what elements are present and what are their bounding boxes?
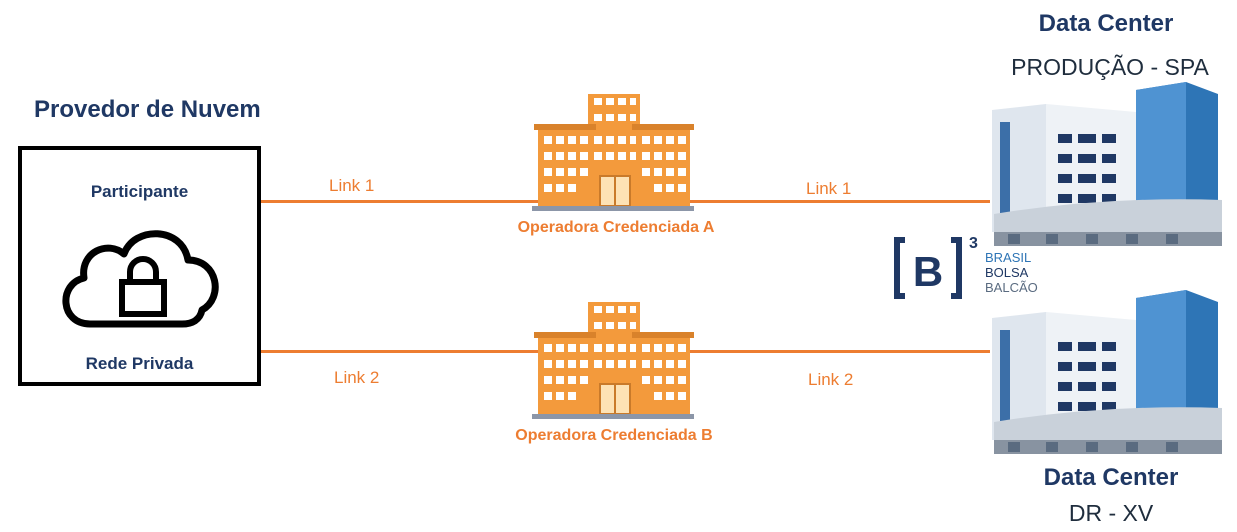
lock-cloud-icon [62,230,219,328]
link-1-left-label: Link 1 [329,176,375,195]
b3-logo-line-2: BOLSA [985,265,1029,280]
operator-a-building-icon [532,94,694,211]
operator-a-label: Operadora Credenciada A [517,219,715,236]
link-2-right-line [690,350,990,353]
operator-b-label: Operadora Credenciada B [515,427,713,444]
participant-label: Participante [90,182,189,201]
operator-b-building-icon [532,302,694,419]
link-1-right-line [690,200,990,203]
link-2-left-line [261,350,541,353]
dc-production-title: Data Center [1038,10,1174,37]
dc-production-subtitle: PRODUÇÃO - SPA [1011,54,1209,80]
dc-dr-building-icon [992,290,1222,454]
dc-dr-subtitle: DR - XV [1068,500,1154,526]
b3-logo: B 3 BRASIL BOLSA BALCÃO [894,235,1038,299]
dc-dr-title: Data Center [1043,464,1179,491]
link-2-left-label: Link 2 [334,368,380,387]
link-1-right-label: Link 1 [806,179,852,198]
private-network-label: Rede Privada [85,354,194,373]
b3-logo-line-1: BRASIL [985,250,1031,265]
b3-logo-letter: B [913,248,943,295]
participant-box: Participante Rede Privada [18,146,261,386]
link-2-right-label: Link 2 [808,370,854,389]
dc-production-building-icon [992,82,1222,246]
link-1-left-line [261,200,541,203]
b3-logo-line-3: BALCÃO [985,280,1038,295]
b3-logo-superscript: 3 [969,235,978,252]
cloud-provider-title: Provedor de Nuvem [34,96,261,123]
